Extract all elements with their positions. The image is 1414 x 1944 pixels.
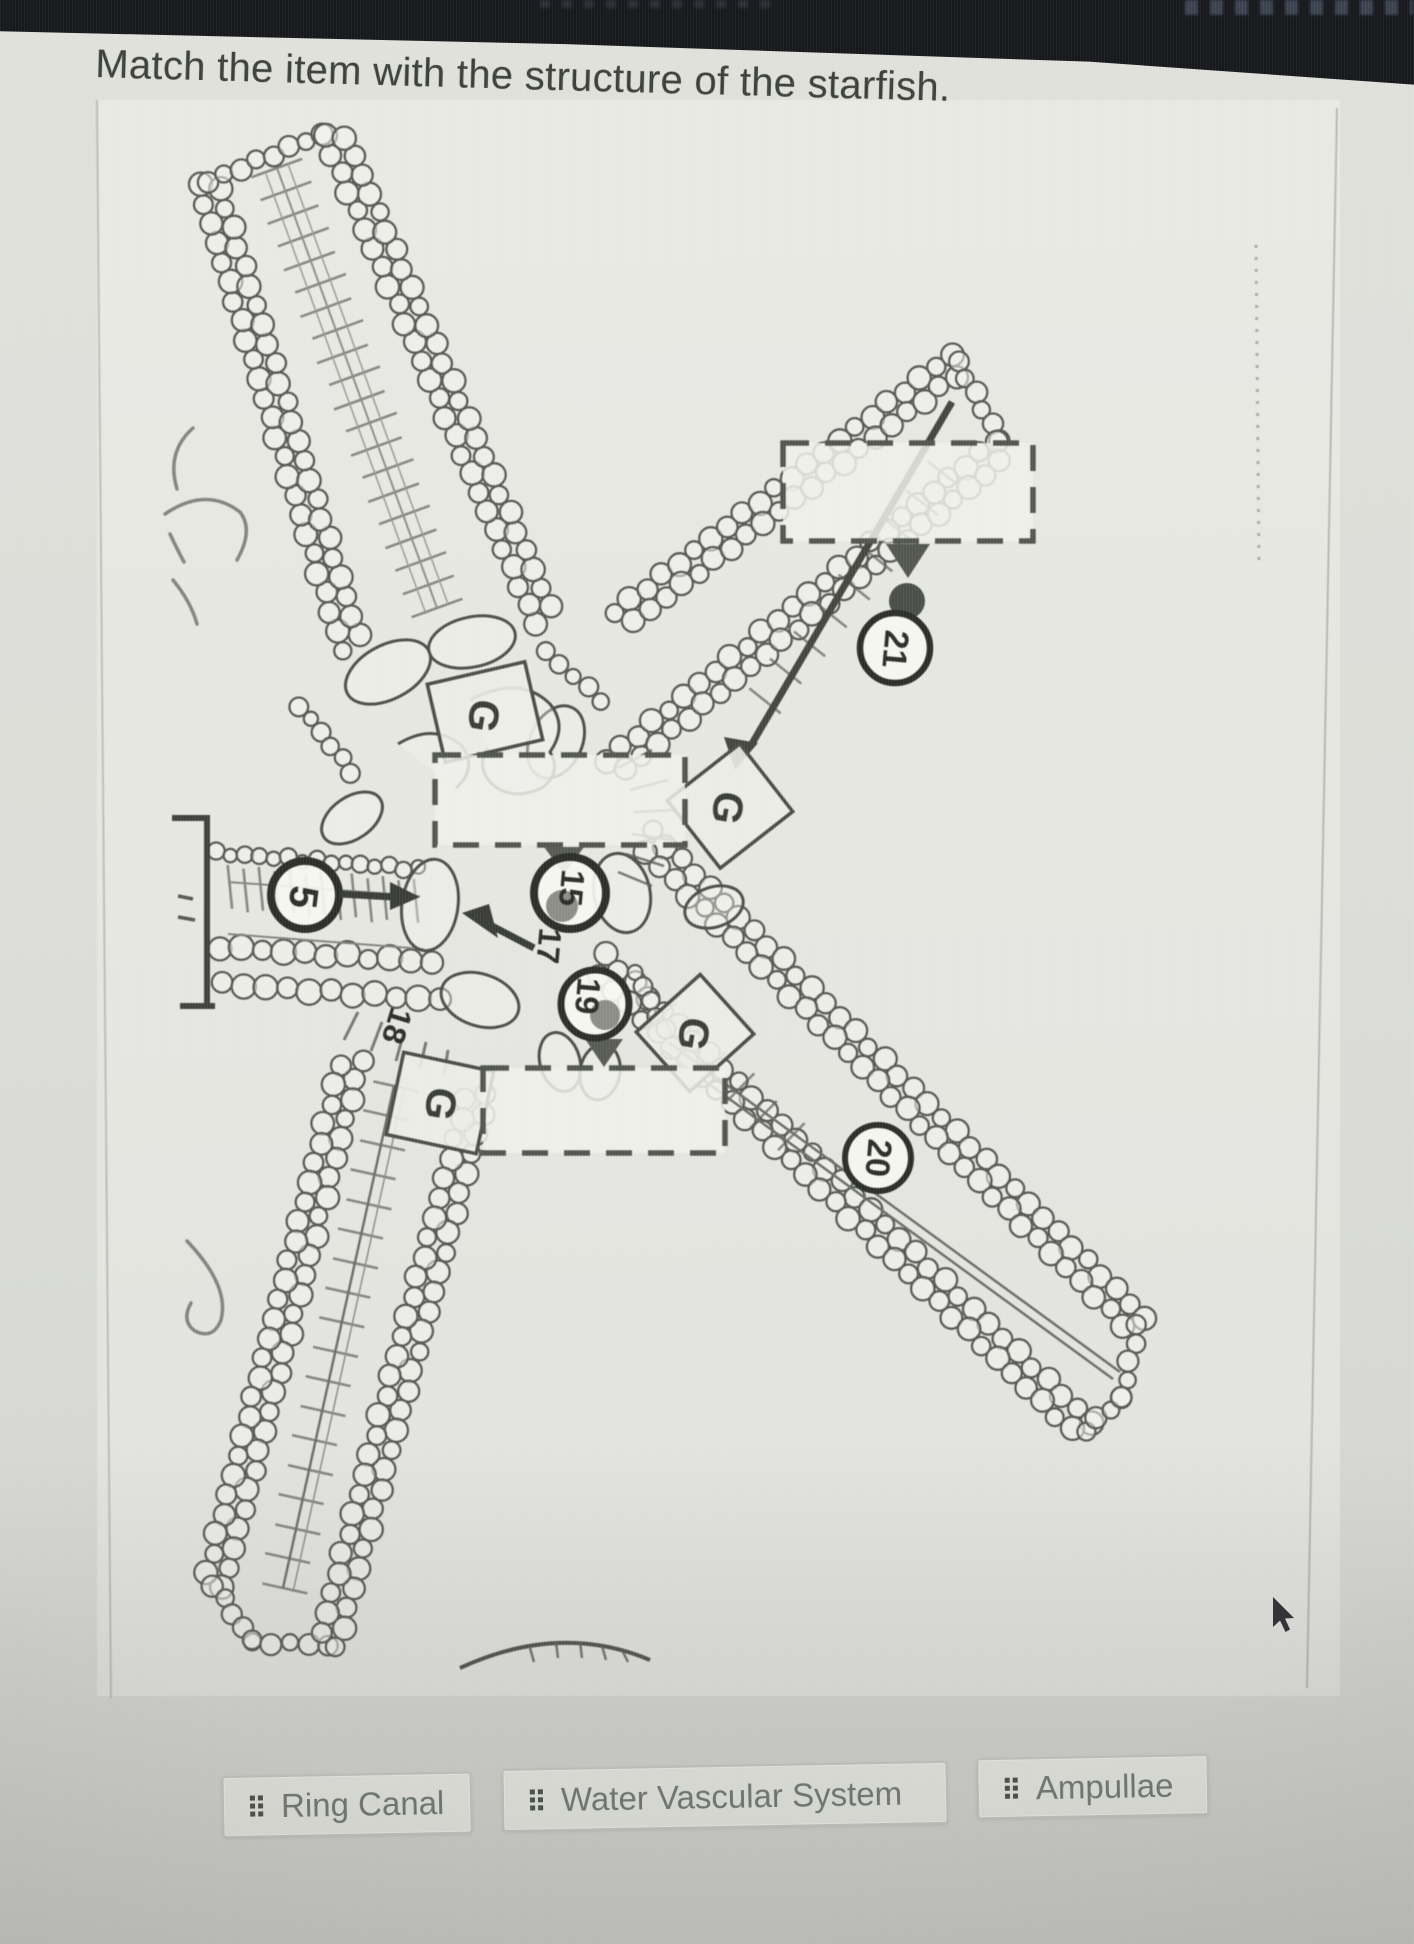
marker-circle-21	[856, 609, 934, 687]
drag-handle-icon	[1005, 1777, 1018, 1799]
drop-zone-top-right[interactable]	[780, 440, 1036, 544]
choice-label: Ampullae	[1035, 1766, 1174, 1806]
card-left-border	[96, 99, 112, 1699]
svg-text:19: 19	[568, 976, 608, 1016]
drop-zone-center[interactable]	[432, 752, 688, 848]
svg-text:21: 21	[874, 629, 915, 670]
pen-scribbles	[163, 426, 248, 1336]
svg-text:G: G	[702, 788, 754, 828]
choice-ampullae[interactable]: Ampullae	[976, 1754, 1210, 1820]
card-right-border	[1306, 107, 1338, 1689]
screen-reflection	[540, 0, 770, 8]
svg-text:15: 15	[552, 868, 592, 908]
choice-ring-canal[interactable]: Ring Canal	[221, 1771, 473, 1839]
marker-circle-5	[267, 857, 343, 933]
choice-water-vascular-system[interactable]: Water Vascular System	[501, 1760, 949, 1833]
drag-handle-icon	[250, 1795, 263, 1817]
gray-dot-15	[546, 890, 578, 922]
arm-canal-lines	[227, 163, 1121, 1593]
drop-zone-bottom[interactable]	[480, 1065, 728, 1156]
measurement-bracket	[172, 815, 215, 1009]
pointer-triangle-top	[886, 544, 930, 578]
svg-text:17: 17	[530, 927, 569, 966]
number-markers	[267, 609, 934, 1194]
choice-label: Water Vascular System	[560, 1774, 903, 1818]
svg-text:20: 20	[857, 1138, 898, 1179]
pointer-triangle-bottom	[585, 1039, 623, 1067]
bottom-arc	[459, 1640, 651, 1670]
svg-text:G: G	[458, 696, 510, 736]
choice-label: Ring Canal	[280, 1784, 445, 1825]
label-arrows	[339, 882, 536, 952]
screen-reflection	[1185, 0, 1413, 15]
gray-dot-19	[590, 1000, 620, 1030]
diagram-labels: 5 15 17 18 19 20 21 G G G G	[280, 629, 916, 1179]
side-watermark	[1254, 244, 1261, 566]
arm-base-boxes	[384, 659, 796, 1156]
svg-text:G: G	[415, 1084, 467, 1124]
marker-circle-20	[842, 1122, 914, 1194]
drag-handle-icon	[530, 1789, 543, 1811]
svg-text:5: 5	[280, 883, 326, 910]
arm-ossicle-bands	[187, 122, 1158, 1658]
svg-text:G: G	[668, 1014, 720, 1054]
